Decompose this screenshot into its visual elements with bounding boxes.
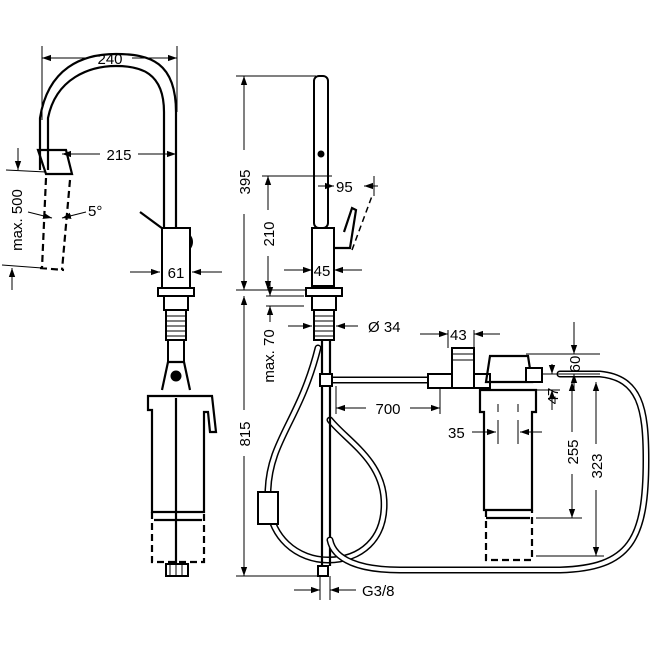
dim-width-total: 240	[97, 51, 122, 68]
dim-hole-diameter: Ø 34	[368, 319, 401, 336]
dim-body-width: 45	[314, 263, 331, 280]
spray-head	[36, 148, 74, 176]
dim-connector-offset: 47	[545, 388, 562, 405]
filter-housing-dashed	[150, 512, 206, 564]
filter-housing	[146, 394, 218, 514]
mounting-bracket	[160, 360, 192, 391]
base-plate	[157, 287, 195, 297]
dim-filter-height: 255	[565, 439, 582, 464]
filter-cartridge-dashed	[484, 510, 534, 562]
filter-cartridge	[478, 388, 538, 512]
dim-lever-height: 210	[261, 221, 278, 246]
dim-top-offset: 60	[567, 356, 584, 373]
side-body	[311, 227, 335, 287]
dim-hose-length: 700	[375, 401, 400, 418]
dim-spout-reach: 215	[106, 147, 131, 164]
dim-height-total: 395	[237, 169, 254, 194]
dim-below-deck-length: 815	[237, 421, 254, 446]
hose-weight	[257, 491, 279, 525]
dim-body-diameter: 61	[168, 265, 185, 282]
dim-inlet-spacing: 35	[448, 425, 465, 442]
spout-outline	[46, 64, 166, 232]
dim-connection-thread: G3/8	[362, 583, 395, 600]
side-view: 395 210 95 45 max. 70 Ø 34 815	[236, 75, 650, 600]
pullout-spray-head	[39, 177, 72, 272]
dim-pullout-length: max. 500	[9, 189, 26, 251]
dim-valve-width: 43	[450, 327, 467, 344]
diverter-valve	[451, 347, 475, 389]
front-view: 240 215 max. 500 5° 61	[1, 46, 222, 577]
filter-unit: 43 60 47 35 255 323	[420, 322, 606, 562]
base-ring	[163, 295, 189, 311]
dim-overall-height: 323	[589, 453, 606, 478]
dim-lever-reach: 95	[336, 179, 353, 196]
dim-deck-thickness: max. 70	[261, 329, 278, 382]
spout-inner-outline	[38, 52, 178, 232]
side-lever	[330, 206, 358, 250]
dim-spray-angle: 5°	[88, 203, 102, 220]
